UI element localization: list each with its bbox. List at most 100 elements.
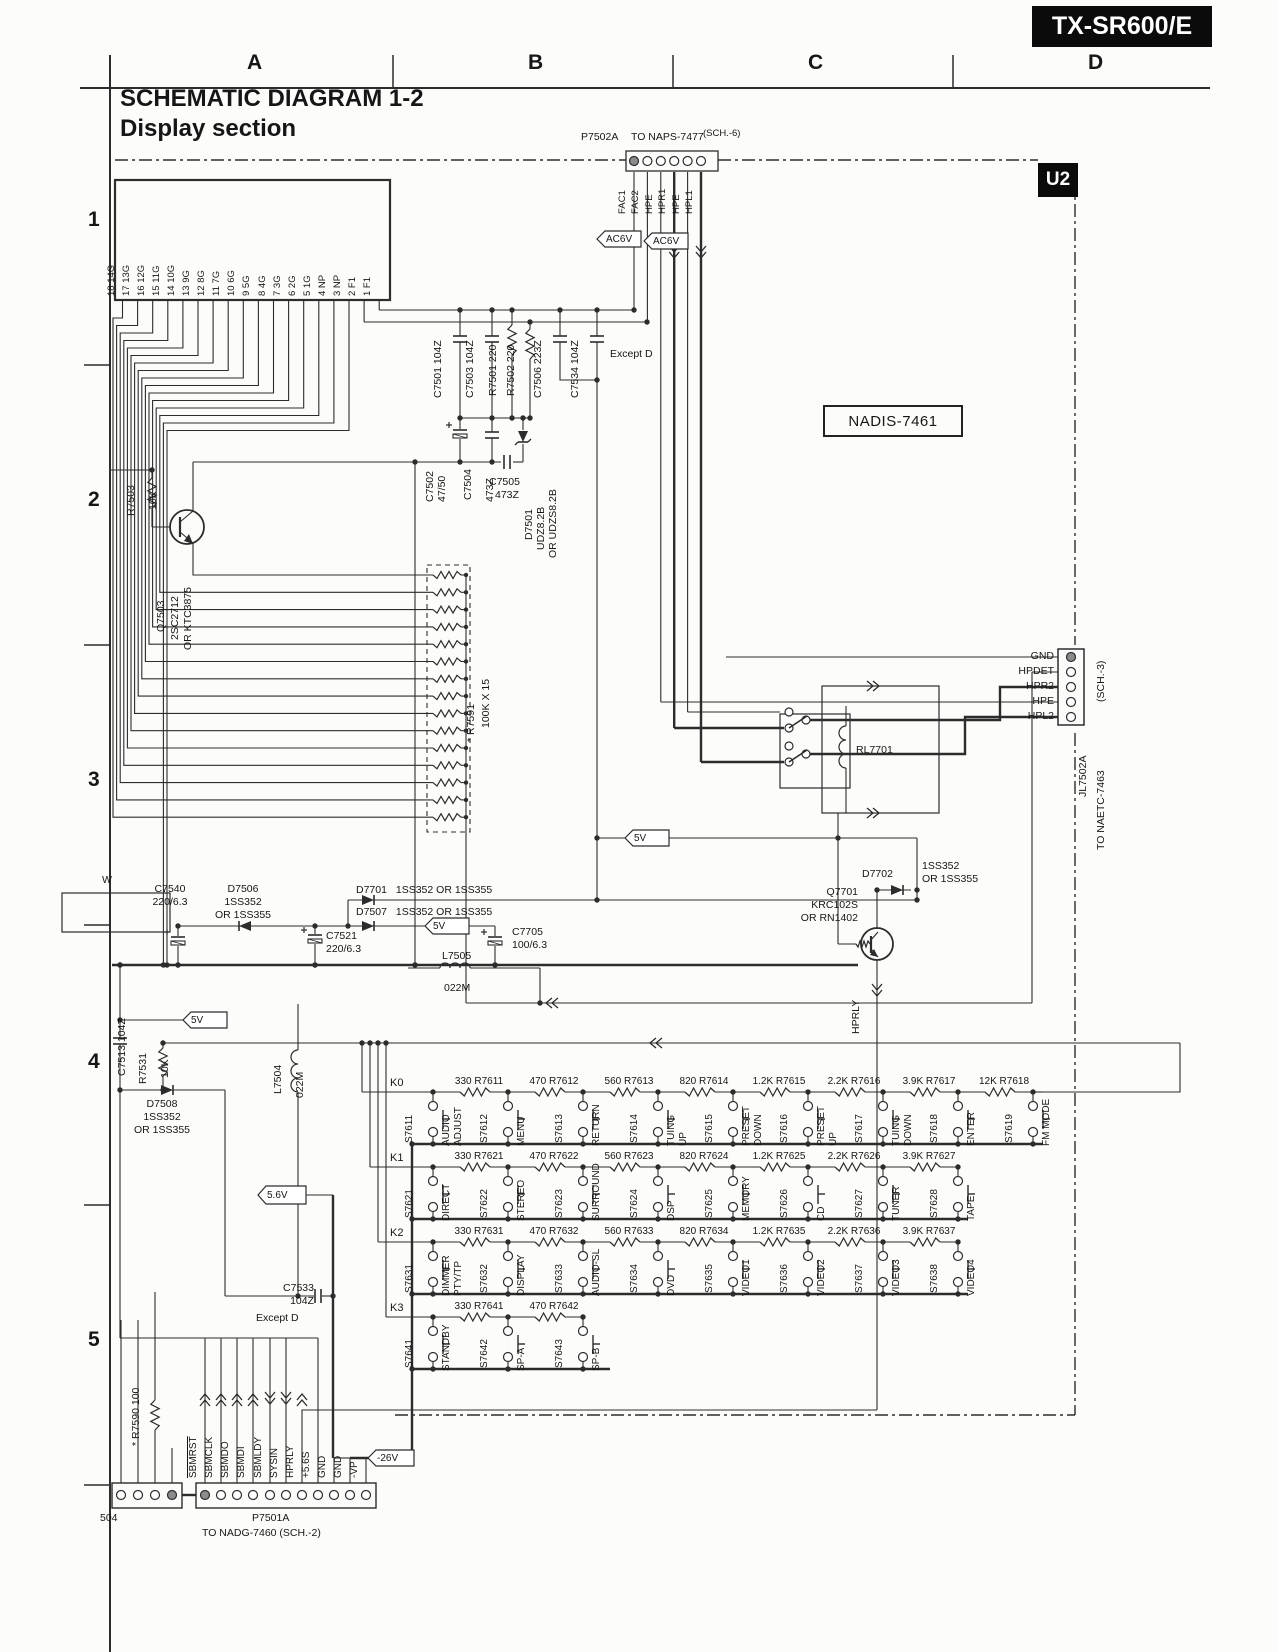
switch-ref: S7633 — [554, 1264, 565, 1293]
display-pin-label: 12 8G — [196, 270, 208, 296]
switch-function: DISPLAY — [516, 1254, 527, 1297]
switch-function: CD — [816, 1206, 827, 1221]
connector-pin-label: HPE — [670, 194, 682, 214]
model-badge: TX-SR600/E — [1032, 6, 1212, 47]
display-pin-label: 2 F1 — [347, 276, 359, 296]
component-value: 1SS352 OR 1SS355 — [395, 906, 493, 918]
display-pin-label: 7 3G — [271, 275, 283, 296]
component-label: R7503 — [125, 485, 137, 516]
connector-pin-label: SBMRST — [188, 1436, 199, 1478]
component-value: 104Z — [290, 1295, 314, 1307]
switch-function: DIRECT — [441, 1183, 452, 1221]
connector-pin-label: HPDET — [1018, 665, 1054, 677]
connector-pin-label: HPE — [643, 194, 655, 214]
component-label: R7501 220 — [487, 344, 499, 396]
connector-pin-label: GND — [317, 1455, 328, 1478]
component-label: * R7591 — [465, 704, 477, 742]
power-flag: 5V — [433, 921, 446, 932]
module-badge: U2 — [1038, 163, 1078, 197]
switch-ref: S7628 — [929, 1189, 940, 1218]
component-label: C7534 104Z — [569, 340, 581, 398]
connector-ref-p7501a: P7501A — [252, 1512, 290, 1524]
connector-pin-label: HPE — [1032, 695, 1054, 707]
power-flag: -26V — [377, 1453, 399, 1464]
component-label: OR KTC3875 — [182, 586, 194, 650]
w-signal-label: W — [102, 874, 112, 886]
switch-function: MENU — [516, 1116, 527, 1146]
display-pin-label: 18 14G — [105, 264, 117, 296]
switch-function: TAPE — [966, 1195, 977, 1221]
switch-ref: S7638 — [929, 1264, 940, 1293]
switch-function: DOWN — [903, 1114, 914, 1146]
switch-ref: S7613 — [554, 1114, 565, 1143]
switch-ref: S7634 — [629, 1264, 640, 1293]
resistor-label: 330 R7621 — [454, 1151, 504, 1162]
power-flag: 5V — [191, 1015, 204, 1026]
connector-pin-label: HPR2 — [1025, 680, 1054, 692]
switch-ref: S7621 — [404, 1189, 415, 1218]
switch-ref: S7625 — [704, 1189, 715, 1218]
component-value: 100/6.3 — [512, 939, 548, 951]
except-d-note: Except D — [610, 348, 653, 360]
switch-ref: S7618 — [929, 1114, 940, 1143]
connector-ref-aux: 504 — [100, 1512, 118, 1524]
switch-ref: S7616 — [779, 1114, 790, 1143]
resistor-label: 2.2K R7626 — [827, 1151, 881, 1162]
switch-ref: S7642 — [479, 1339, 490, 1368]
component-label: 100K X 15 — [480, 678, 492, 728]
display-pin-label: 17 13G — [120, 264, 132, 296]
grid-column-label: A — [247, 51, 263, 74]
component-ref: D7506 — [227, 883, 259, 895]
component-value: KRC102S — [811, 899, 858, 911]
component-value: OR 1SS355 — [922, 873, 979, 885]
resistor-label: 3.9K R7617 — [902, 1076, 956, 1087]
grid-column-label: D — [1088, 51, 1104, 74]
switch-ref: S7619 — [1004, 1114, 1015, 1143]
connector-dest-p7501a: TO NADG-7460 (SCH.-2) — [202, 1527, 321, 1539]
component-ref: D7508 — [146, 1098, 178, 1110]
switch-function: RETURN — [591, 1104, 602, 1146]
connector-ref-p7502a: P7502A — [581, 131, 619, 143]
connector-dest-p7502a: TO NAPS-7477 — [631, 131, 704, 143]
component-value: 1SS352 — [143, 1111, 181, 1123]
connector-pin-label: HPR1 — [657, 188, 669, 214]
component-value: 1SS352 OR 1SS355 — [395, 884, 493, 896]
display-pin-label: 1 F1 — [362, 276, 374, 296]
key-line-label: K1 — [390, 1152, 404, 1164]
switch-function: UP — [678, 1132, 689, 1146]
display-pin-label: 14 10G — [165, 264, 177, 296]
resistor-label: 470 R7642 — [529, 1301, 579, 1312]
power-flag: AC6V — [653, 236, 680, 247]
switch-ref: S7632 — [479, 1264, 490, 1293]
connector-pin-label: SBMCLK — [204, 1436, 215, 1478]
connector-pin-label: SBMDO — [220, 1441, 231, 1478]
key-line-label: K2 — [390, 1227, 404, 1239]
component-ref: D7701 — [356, 884, 387, 896]
switch-ref: S7635 — [704, 1264, 715, 1293]
relay-ref: RL7701 — [856, 744, 893, 756]
switch-function: STEREO — [516, 1179, 527, 1221]
component-ref: C7533 — [283, 1282, 314, 1294]
component-ref: C7705 — [512, 926, 543, 938]
switch-function: PTY/TP — [453, 1260, 464, 1296]
switch-function: DOWN — [753, 1114, 764, 1146]
component-label: R7502 220 — [505, 344, 517, 396]
switch-function: DSP — [666, 1200, 677, 1221]
switch-function: ADJUST — [453, 1107, 464, 1146]
component-value: 1SS352 — [922, 860, 960, 872]
component-ref: C7505 — [489, 476, 520, 488]
switch-function: VIDEO2 — [816, 1259, 827, 1296]
connector-pin-label: HPRLY — [285, 1445, 296, 1478]
component-ref: Q7701 — [826, 886, 858, 898]
component-label-d7506: D7506 1SS352 OR 1SS355 — [204, 883, 282, 922]
key-line-label: K0 — [390, 1077, 404, 1089]
connector-pin-label: GND — [333, 1455, 344, 1478]
grid-column-label: B — [528, 51, 544, 74]
component-label: 47/50 — [436, 475, 448, 502]
grid-row-label: 5 — [88, 1328, 100, 1351]
resistor-label: 820 R7634 — [679, 1226, 729, 1237]
switch-ref: S7623 — [554, 1189, 565, 1218]
component-label: 10K — [147, 491, 159, 510]
resistor-label: 470 R7632 — [529, 1226, 579, 1237]
